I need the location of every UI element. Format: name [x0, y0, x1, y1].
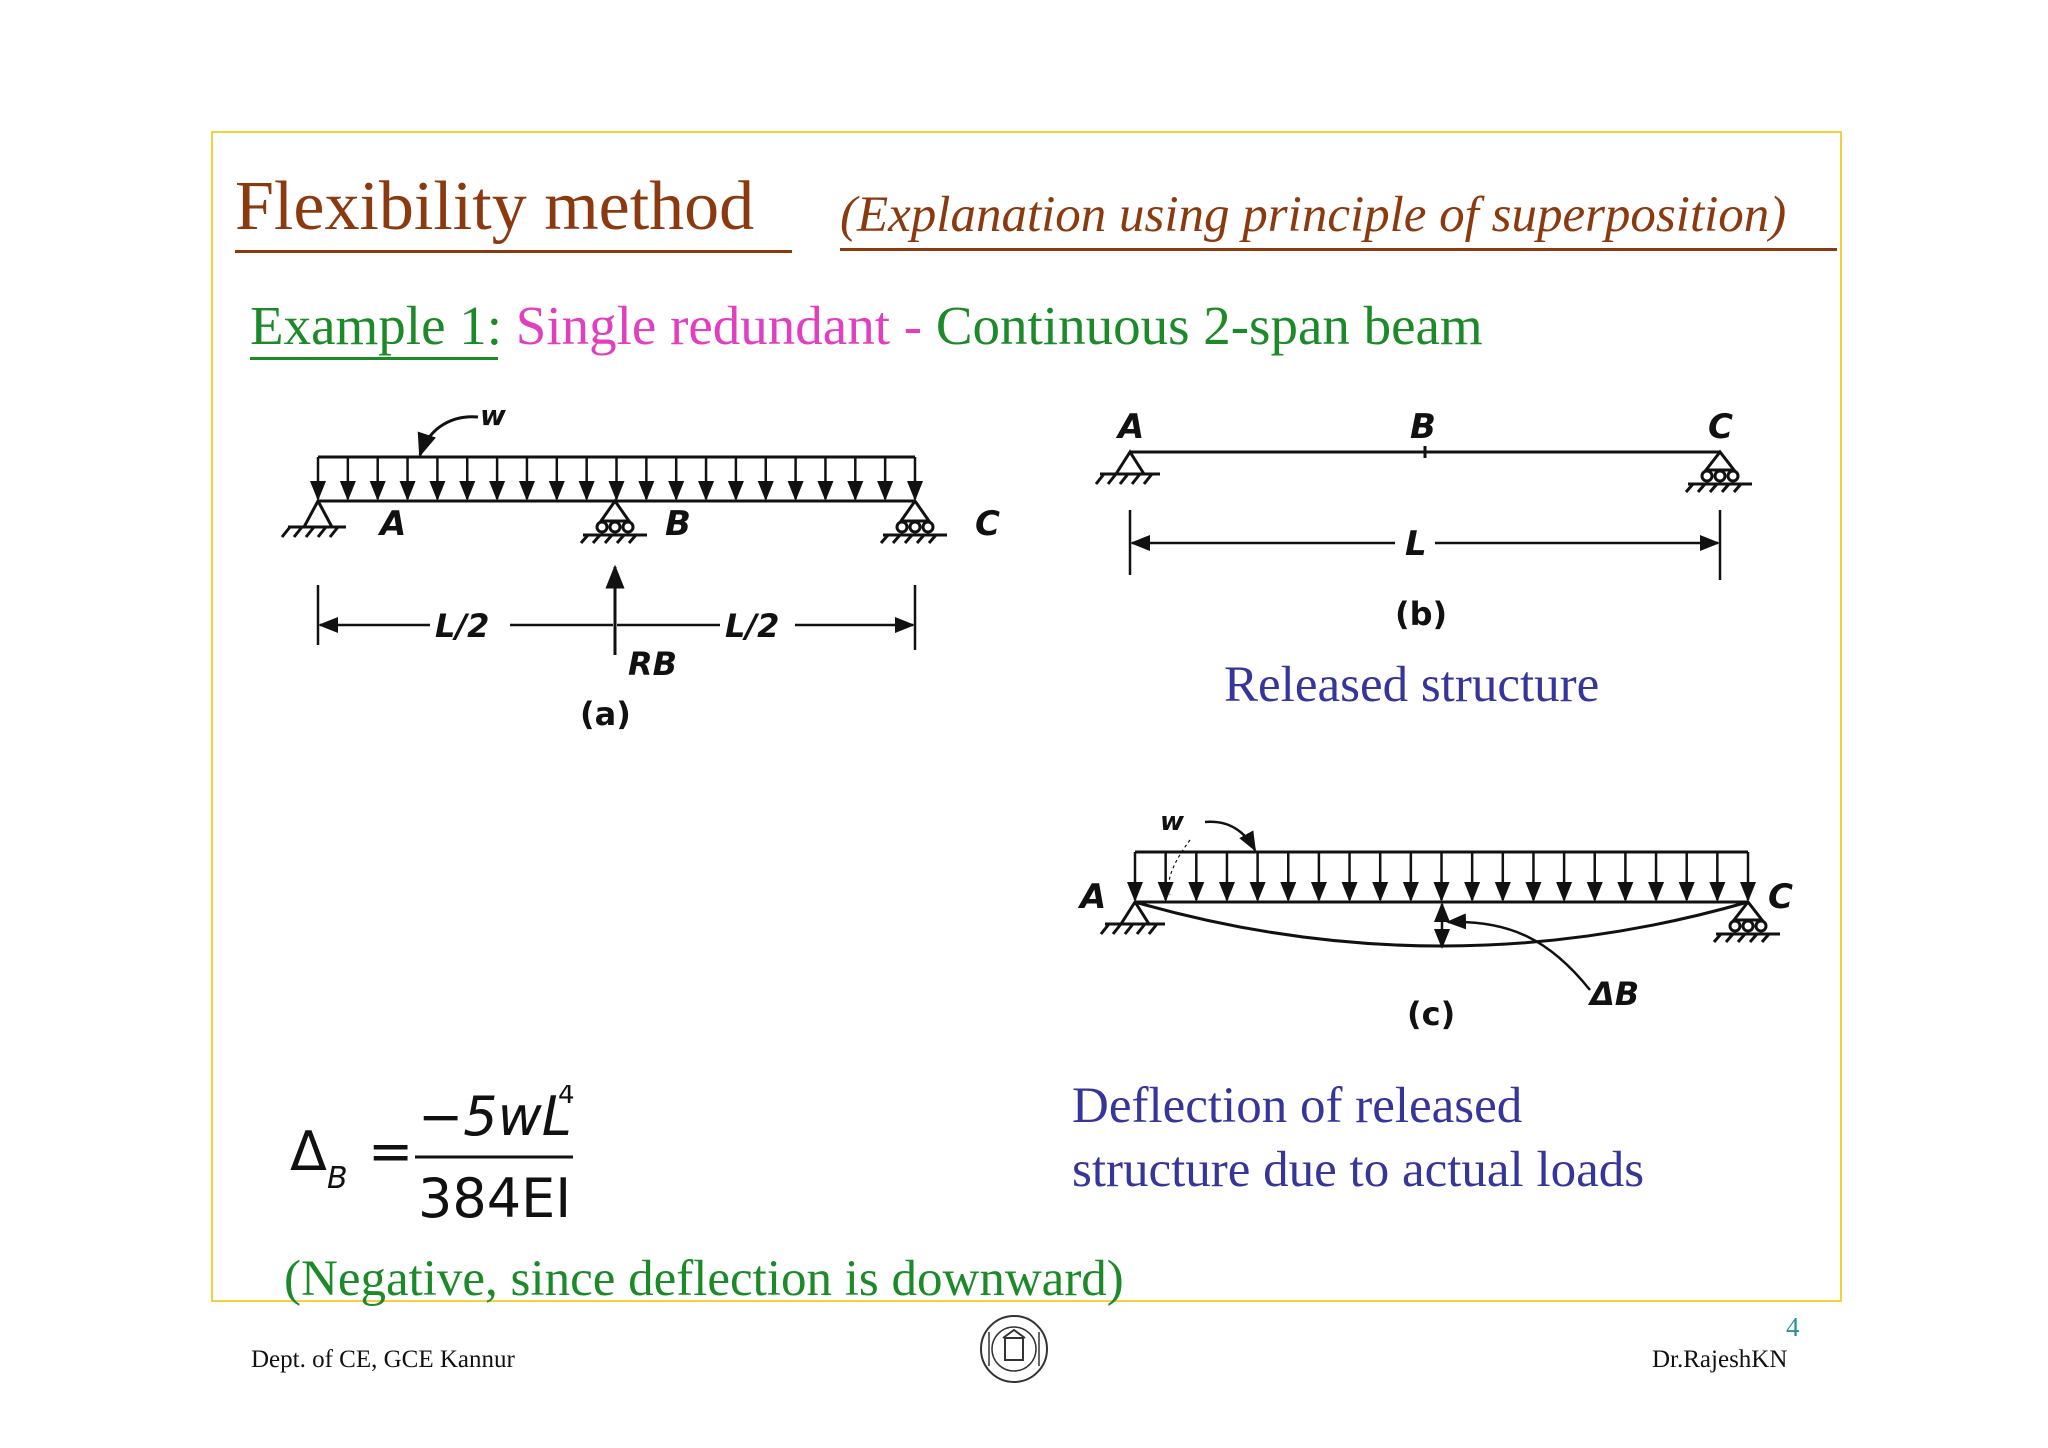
slide-title: Flexibility method: [235, 168, 755, 245]
figure-b-point-b: B: [1410, 407, 1436, 447]
figure-a-span-right: L/2: [725, 607, 779, 645]
figure-a-support-a: A: [377, 504, 406, 544]
example-dash: -: [903, 295, 923, 356]
example-underline: [250, 357, 498, 360]
college-logo: [980, 1315, 1048, 1383]
negative-sign-note: (Negative, since deflection is downward): [284, 1251, 1124, 1307]
figure-a-continuous-beam: w A B C L/2 L/2 RB (a): [280, 399, 1000, 733]
formula-delta-subscript: B: [327, 1161, 348, 1196]
page-number: 4: [1786, 1312, 1800, 1342]
figure-c-support-a: A: [1077, 877, 1106, 917]
figure-b-support-a: A: [1115, 407, 1144, 447]
figure-b-released-structure: A B C L (b): [1094, 407, 1752, 633]
deflection-formula: Δ B = −5wL 4 384EI: [290, 1085, 575, 1230]
example-redundant: Single redundant: [515, 295, 890, 356]
figure-b-span-label: L: [1405, 524, 1427, 564]
example-colon: :: [486, 295, 503, 356]
figure-c-support-c: C: [1768, 877, 1793, 917]
released-structure-label: Released structure: [1224, 657, 1600, 713]
figure-c-deflected-beam: w A C ΔB (c): [1077, 807, 1793, 1033]
figure-c-deflection-label: ΔB: [1587, 975, 1639, 1013]
figure-a-caption: (a): [580, 695, 631, 733]
deflection-description: Deflection of released structure due to …: [1072, 1074, 1644, 1202]
figure-a-support-c: C: [975, 504, 1000, 544]
example-heading: Example 1: Single redundant - Continuous…: [250, 298, 1483, 353]
formula-equals: =: [368, 1120, 413, 1183]
figure-b-caption: (b): [1395, 595, 1447, 633]
figure-a-span-left: L/2: [435, 607, 489, 645]
formula-exponent: 4: [558, 1085, 575, 1110]
figure-c-caption: (c): [1407, 995, 1455, 1033]
subtitle-underline: [840, 248, 1837, 251]
slide-frame: [211, 131, 1842, 1302]
figure-a-support-b: B: [665, 504, 691, 544]
deflection-description-line-1: Deflection of released: [1072, 1078, 1523, 1134]
figure-a-load-label: w: [480, 399, 506, 432]
example-label: Example 1: [250, 295, 487, 356]
title-underline: [235, 250, 792, 253]
figure-b-support-c: C: [1708, 407, 1733, 447]
slide-subtitle: (Explanation using principle of superpos…: [840, 187, 1787, 243]
figure-c-load-label: w: [1160, 807, 1185, 837]
formula-numerator: −5wL: [418, 1085, 572, 1148]
figure-a-reaction-label: RB: [628, 645, 677, 683]
formula-denominator: 384EI: [418, 1167, 571, 1230]
footer-author: Dr.RajeshKN: [1652, 1346, 1788, 1373]
formula-delta: Δ: [290, 1120, 327, 1183]
footer-department: Dept. of CE, GCE Kannur: [251, 1346, 515, 1373]
deflection-description-line-2: structure due to actual loads: [1072, 1142, 1645, 1198]
example-description: Continuous 2-span beam: [935, 295, 1483, 356]
